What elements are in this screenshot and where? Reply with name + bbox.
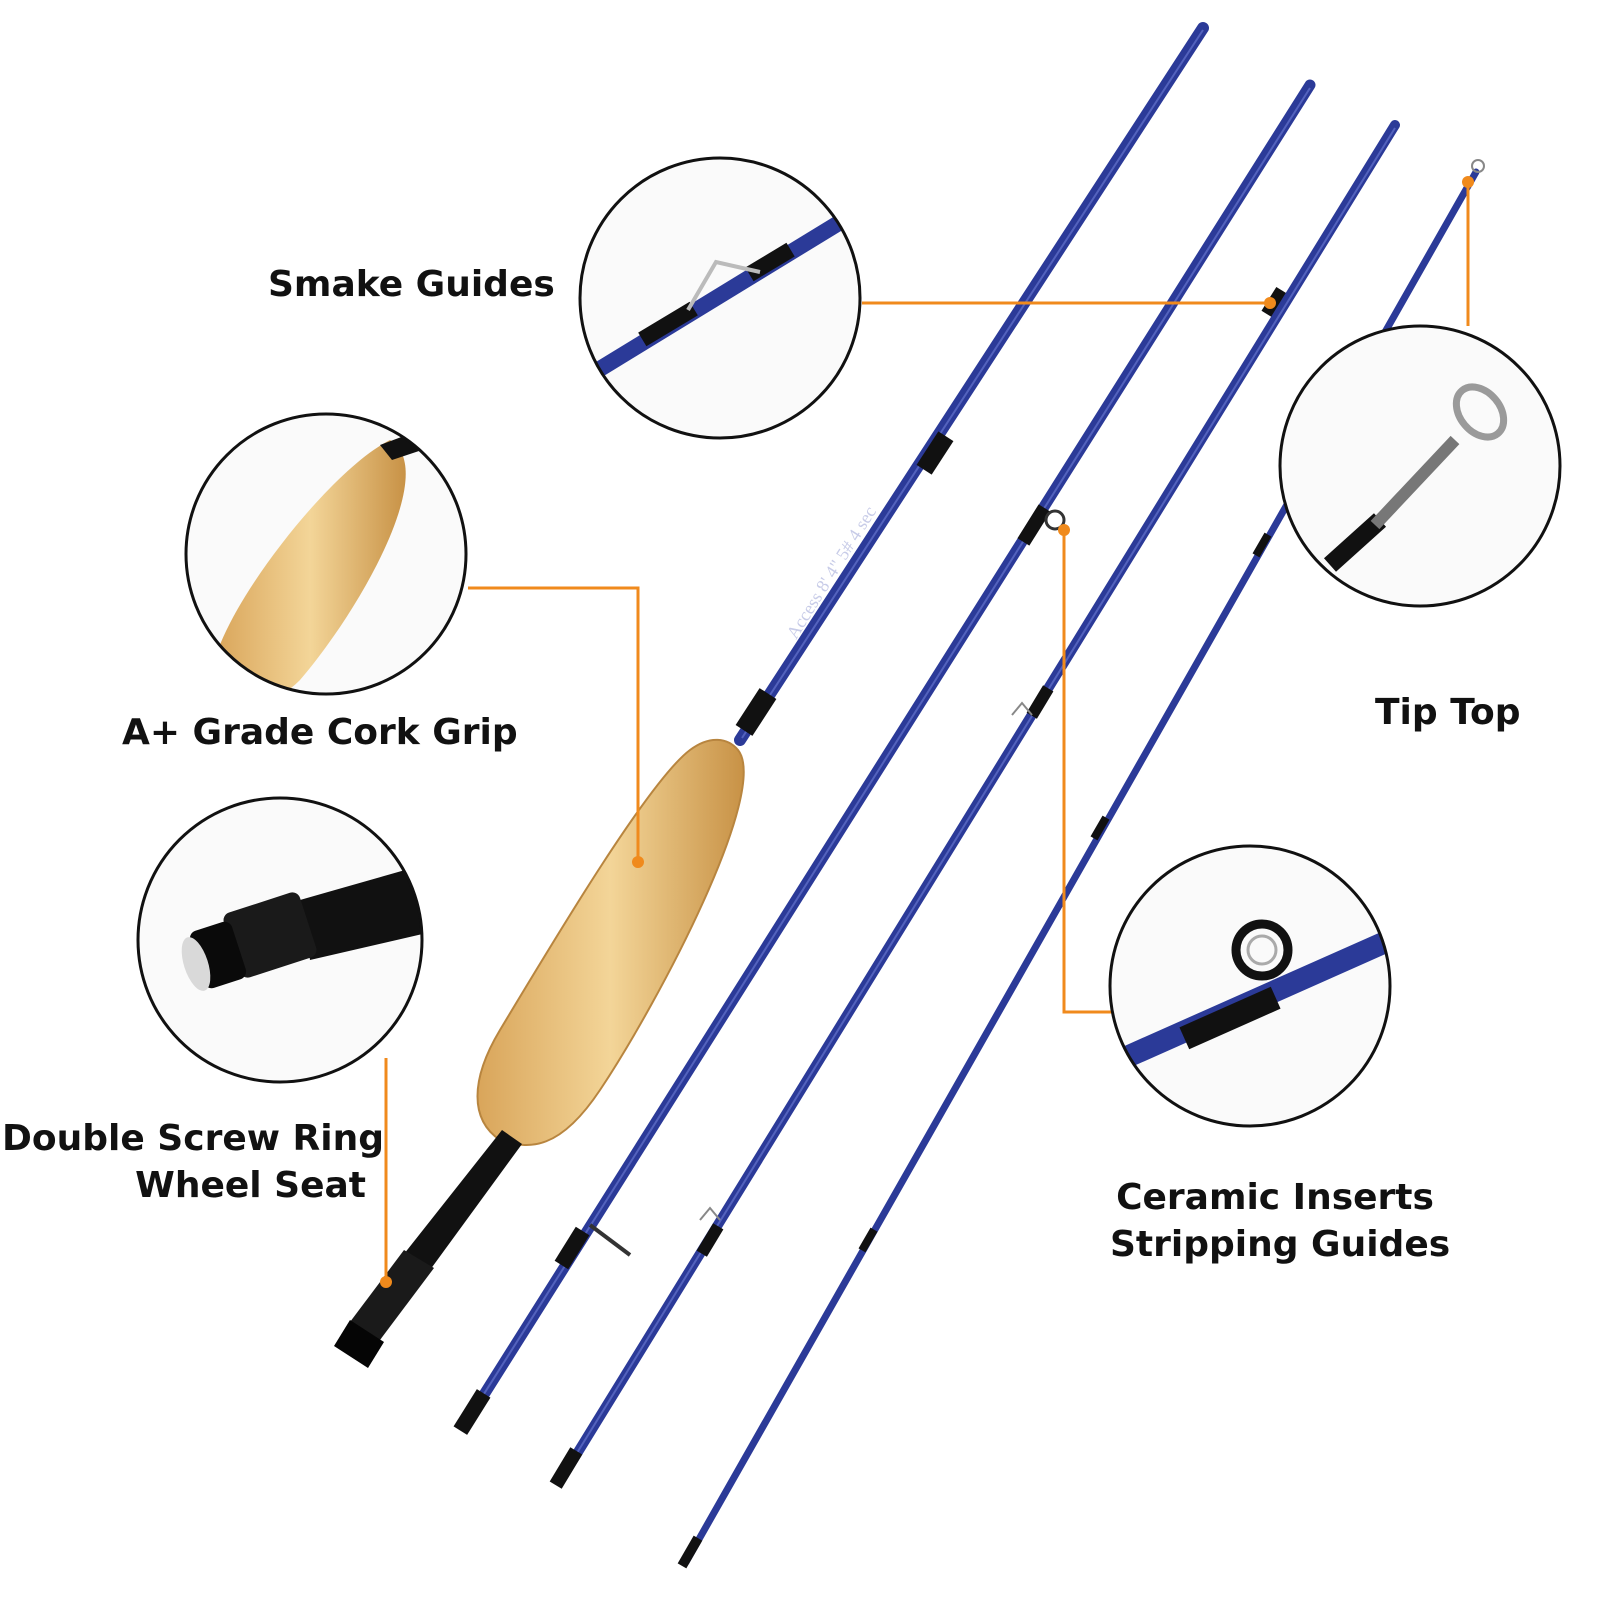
label-tip-top: Tip Top [1375,690,1520,737]
detail-circle-tip-top [1278,324,1562,608]
label-text-line2: Wheel Seat [135,1164,366,1206]
label-reel-seat: Double Screw Ring Wheel Seat [2,1116,384,1210]
detail-circle-stripping-guide [1108,844,1392,1128]
label-cork-grip: A+ Grade Cork Grip [122,710,518,757]
label-text: A+ Grade Cork Grip [122,712,518,753]
label-text-line1: Ceramic Inserts [1116,1177,1434,1218]
rod-print-text: Access 8' 4" 5# 4 sec [782,503,880,643]
rod-section-3 [549,120,1400,1489]
label-stripping-guides: Ceramic Inserts Stripping Guides [1110,1175,1451,1269]
rod-section-2 [453,79,1316,1435]
callout-lines [384,180,1470,1282]
label-text: Smake Guides [268,264,555,305]
label-text-line1: Double Screw Ring [2,1118,384,1159]
rod-section-butt [334,22,1209,1368]
detail-circle-cork-grip [184,412,468,696]
label-text: Tip Top [1375,692,1521,733]
detail-circle-smake-guides [578,156,862,440]
label-smake-guides: Smake Guides [268,262,555,309]
label-text-line2: Stripping Guides [1110,1223,1451,1265]
detail-circle-reel-seat [136,796,424,1084]
callout-dots [380,176,1474,1288]
